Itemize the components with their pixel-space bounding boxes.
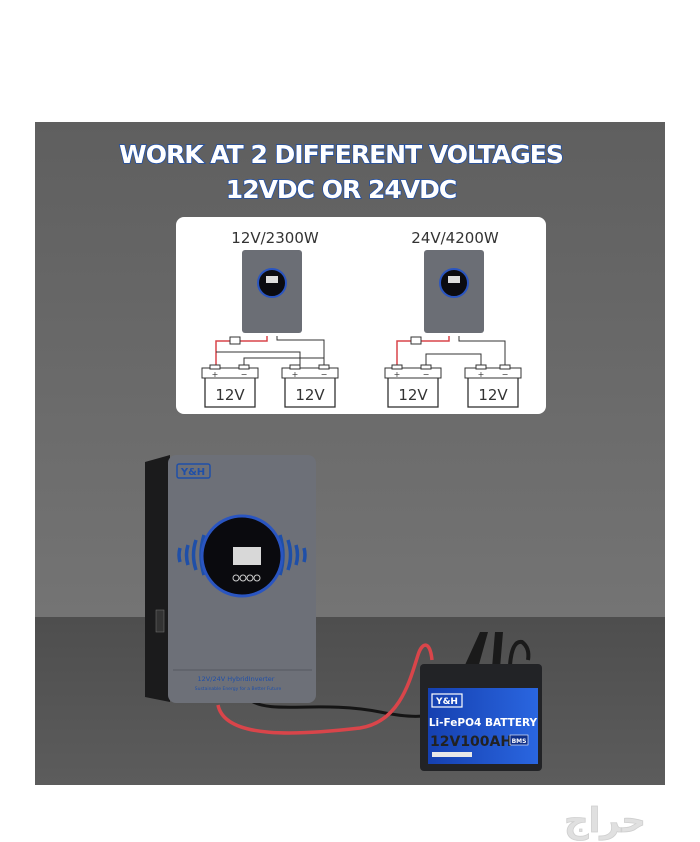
battery-voltage: 12V [478, 386, 508, 404]
control-button [246, 574, 254, 582]
control-button [232, 574, 240, 582]
watermark: حراج [564, 801, 646, 841]
inverter-model-text: 12V/24V HybridInverter [198, 675, 275, 683]
svg-text:−: − [502, 370, 509, 379]
svg-text:+: + [212, 370, 219, 379]
battery-brand-logo: Y&H [435, 697, 458, 707]
battery-symbol: + − 12V [464, 364, 522, 408]
battery-voltage: 12V [295, 386, 325, 404]
battery-type: Li-FePO4 BATTERY [429, 717, 538, 729]
lcd-display [233, 547, 261, 565]
battery-symbol: + − 12V [201, 364, 259, 408]
background-floor [35, 617, 665, 785]
config-label: 24V/4200W [411, 229, 499, 247]
config-series: 24V/4200W + − 12V + [384, 229, 522, 408]
svg-text:+: + [478, 370, 485, 379]
svg-text:−: − [423, 370, 430, 379]
red-cable [216, 643, 434, 735]
wiring-diagram-card: 12V/2300W + − 12V [176, 217, 546, 414]
lifepo4-battery: Y&H Li-FePO4 BATTERY 12V100AH BMS [420, 632, 542, 771]
control-button [253, 574, 261, 582]
battery-capacity: 12V100AH [430, 734, 512, 750]
control-button [239, 574, 247, 582]
inverter: Y&H 12V/24V HybridInverter Sustainable E… [145, 455, 316, 703]
svg-text:+: + [292, 370, 299, 379]
config-parallel: 12V/2300W + − 12V [201, 229, 339, 408]
headline-line2: 12VDC OR 24VDC [226, 175, 456, 204]
bms-badge: BMS [512, 738, 527, 745]
svg-text:−: − [321, 370, 328, 379]
battery-voltage: 12V [215, 386, 245, 404]
inverter-brand-logo: Y&H [180, 467, 205, 478]
svg-text:−: − [241, 370, 248, 379]
svg-text:+: + [394, 370, 401, 379]
battery-voltage: 12V [398, 386, 428, 404]
battery-symbol: + − 12V [384, 364, 442, 408]
inverter-tagline: Sustainable Energy for a Better Future [195, 686, 282, 692]
headline-line1: WORK AT 2 DIFFERENT VOLTAGES [119, 140, 563, 169]
battery-symbol: + − 12V [281, 364, 339, 408]
config-label: 12V/2300W [231, 229, 319, 247]
